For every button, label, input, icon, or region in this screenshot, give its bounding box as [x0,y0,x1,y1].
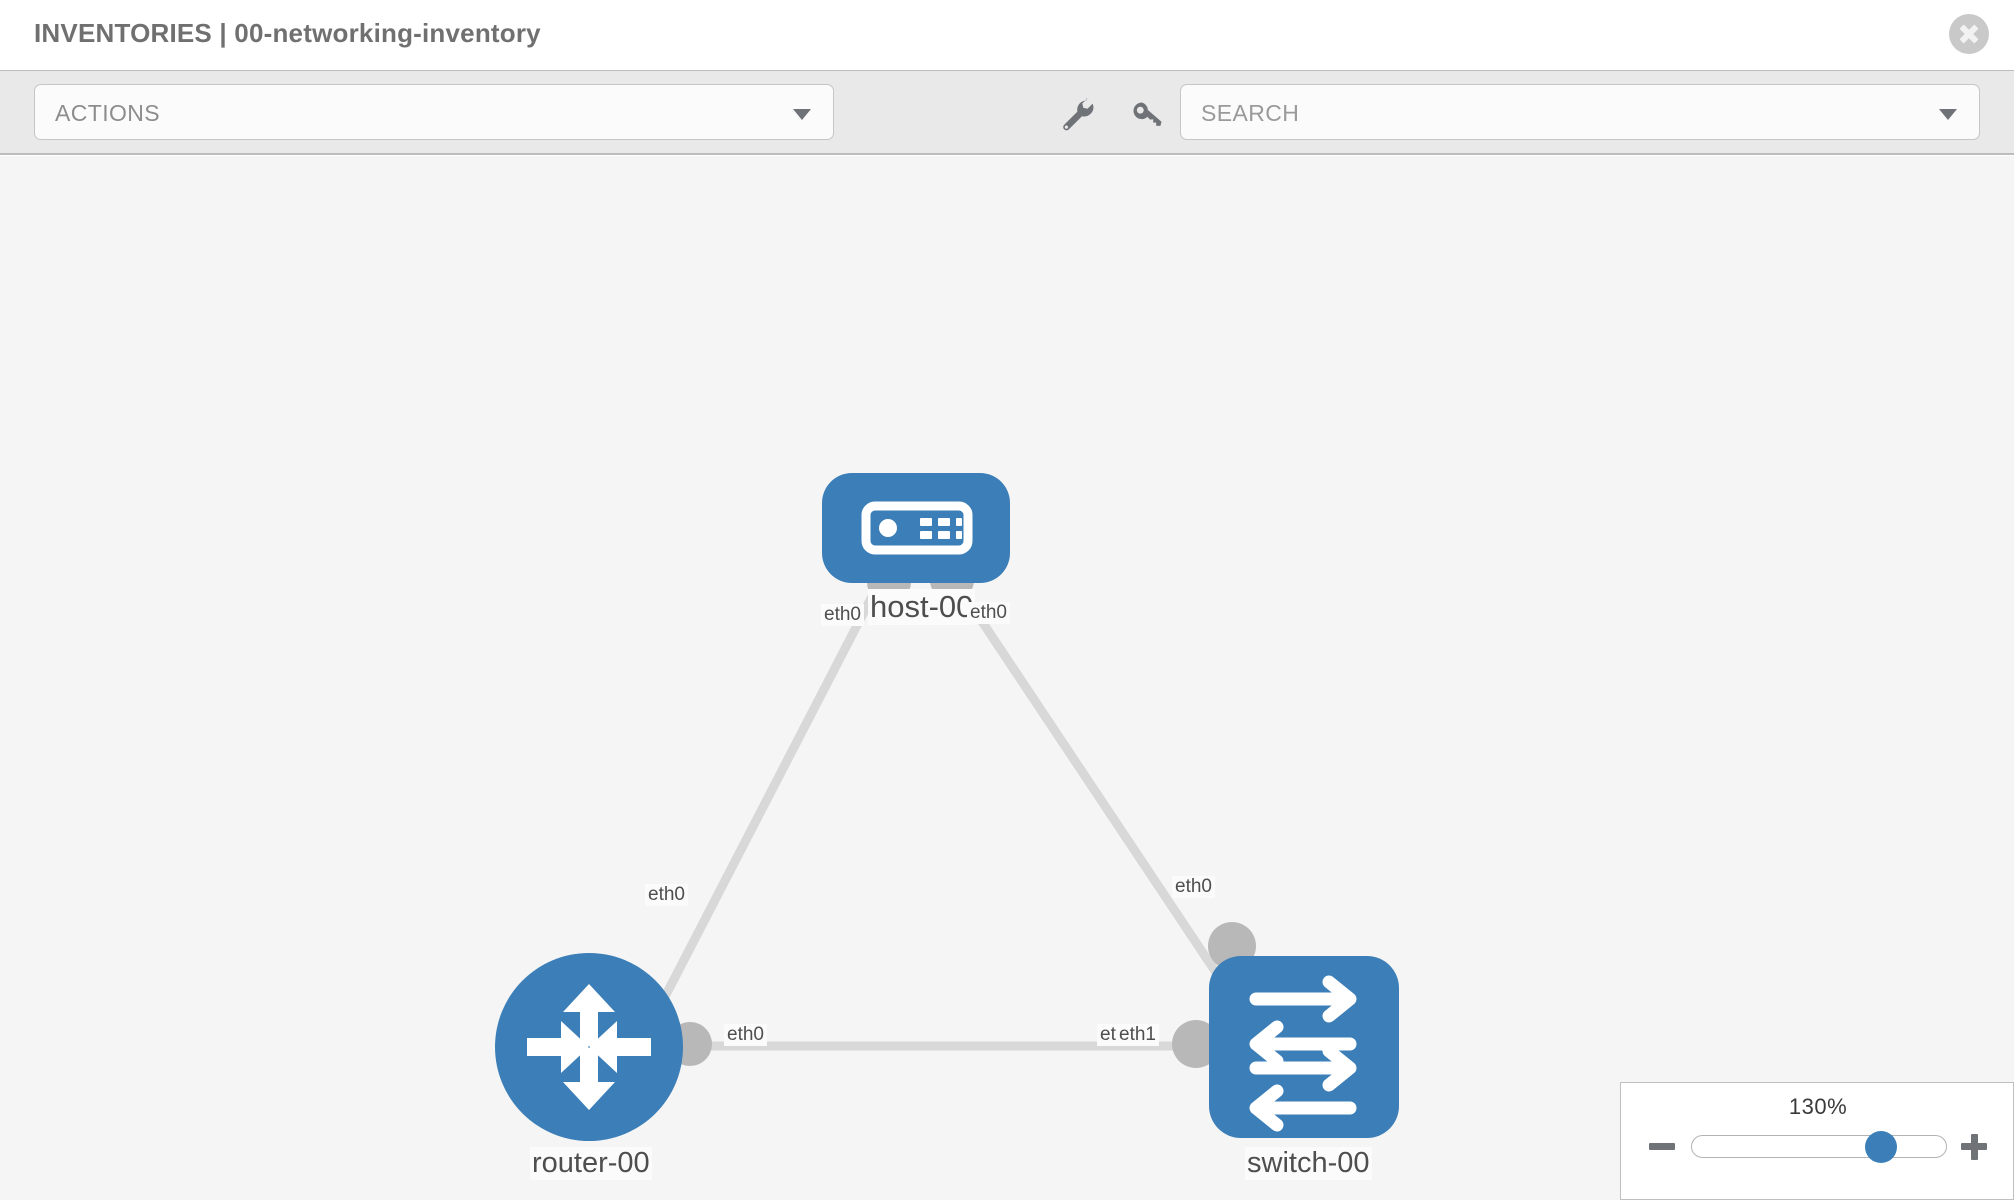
edge-host00-router00 [651,578,884,1019]
minus-icon[interactable] [1647,1131,1677,1161]
edge-host00-switch00 [951,578,1239,1004]
topology-edges [651,578,1239,1051]
search-input[interactable]: SEARCH [1180,84,1980,140]
zoom-slider-thumb[interactable] [1865,1131,1897,1163]
node-label-switch-00: switch-00 [1245,1147,1372,1180]
node-switch-00 [1209,956,1399,1138]
edge-label-router00-eth0: eth0 [724,1024,767,1046]
switch-arrows-icon [1249,975,1357,1132]
plus-icon[interactable] [1959,1131,1989,1161]
zoom-slider-track[interactable] [1691,1135,1947,1158]
toolbar-icons [1040,84,1200,140]
node-label-router-00: router-00 [530,1147,652,1180]
edge-label-host00-right: eth0 [967,602,1010,624]
server-icon [861,501,973,555]
edge-label-switch00-uplink: eth0 [1172,876,1215,898]
edge-label-host00-left: eth0 [821,604,864,626]
chevron-down-icon [793,109,811,120]
key-icon[interactable] [1126,94,1166,134]
node-label-host-00: host-00 [868,589,976,625]
router-arrows-icon [527,984,651,1110]
chevron-down-icon [1939,109,1957,120]
topology-canvas[interactable]: host-00 router-00 switch-00 eth0 eth0 et… [0,156,2014,1200]
close-icon[interactable] [1949,14,1989,54]
node-router-00 [495,953,683,1141]
edge-label-router00-uplink: eth0 [645,884,688,906]
wrench-icon[interactable] [1056,94,1096,134]
zoom-control-panel: 130% [1620,1082,2014,1200]
toolbar: ACTIONS SEARCH [0,70,2014,155]
search-placeholder: SEARCH [1201,100,1300,126]
topology-graph [495,473,1399,1141]
edge-label-switch00-eth1: eth1 [1116,1024,1159,1046]
page-title: INVENTORIES | 00-networking-inventory [34,18,541,48]
actions-dropdown[interactable]: ACTIONS [34,84,834,140]
zoom-level-label: 130% [1788,1094,1848,1119]
page-header: INVENTORIES | 00-networking-inventory [0,0,2014,70]
connector-switch00-left [1172,1020,1220,1068]
node-host-00 [822,473,1010,583]
actions-dropdown-label: ACTIONS [55,100,161,126]
